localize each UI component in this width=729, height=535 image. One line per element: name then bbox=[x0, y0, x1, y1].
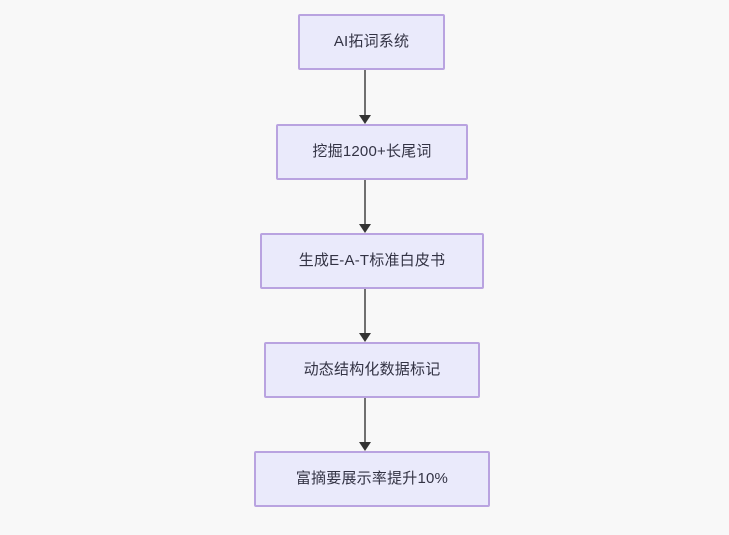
flow-connector-3 bbox=[359, 289, 371, 342]
flow-connector-4 bbox=[359, 398, 371, 451]
connector-line bbox=[364, 398, 366, 444]
connector-line bbox=[364, 289, 366, 335]
flow-node-generate-eat-whitepaper[interactable]: 生成E-A-T标准白皮书 bbox=[260, 233, 484, 289]
flow-connector-1 bbox=[359, 70, 371, 124]
flow-connector-2 bbox=[359, 180, 371, 233]
flow-node-label: AI拓词系统 bbox=[333, 33, 410, 50]
connector-line bbox=[364, 180, 366, 226]
flow-node-label: 动态结构化数据标记 bbox=[303, 361, 441, 378]
flow-node-label: 挖掘1200+长尾词 bbox=[312, 143, 432, 160]
flow-node-mine-longtail-keywords[interactable]: 挖掘1200+长尾词 bbox=[276, 124, 468, 180]
flow-node-label: 富摘要展示率提升10% bbox=[295, 470, 449, 487]
arrowhead-down-icon bbox=[359, 115, 371, 124]
flow-node-label: 生成E-A-T标准白皮书 bbox=[298, 252, 446, 269]
arrowhead-down-icon bbox=[359, 333, 371, 342]
flow-node-ai-keyword-system[interactable]: AI拓词系统 bbox=[298, 14, 445, 70]
arrowhead-down-icon bbox=[359, 442, 371, 451]
flow-node-dynamic-structured-data-markup[interactable]: 动态结构化数据标记 bbox=[264, 342, 480, 398]
flow-node-rich-snippet-impression-lift[interactable]: 富摘要展示率提升10% bbox=[254, 451, 490, 507]
connector-line bbox=[364, 70, 366, 117]
arrowhead-down-icon bbox=[359, 224, 371, 233]
